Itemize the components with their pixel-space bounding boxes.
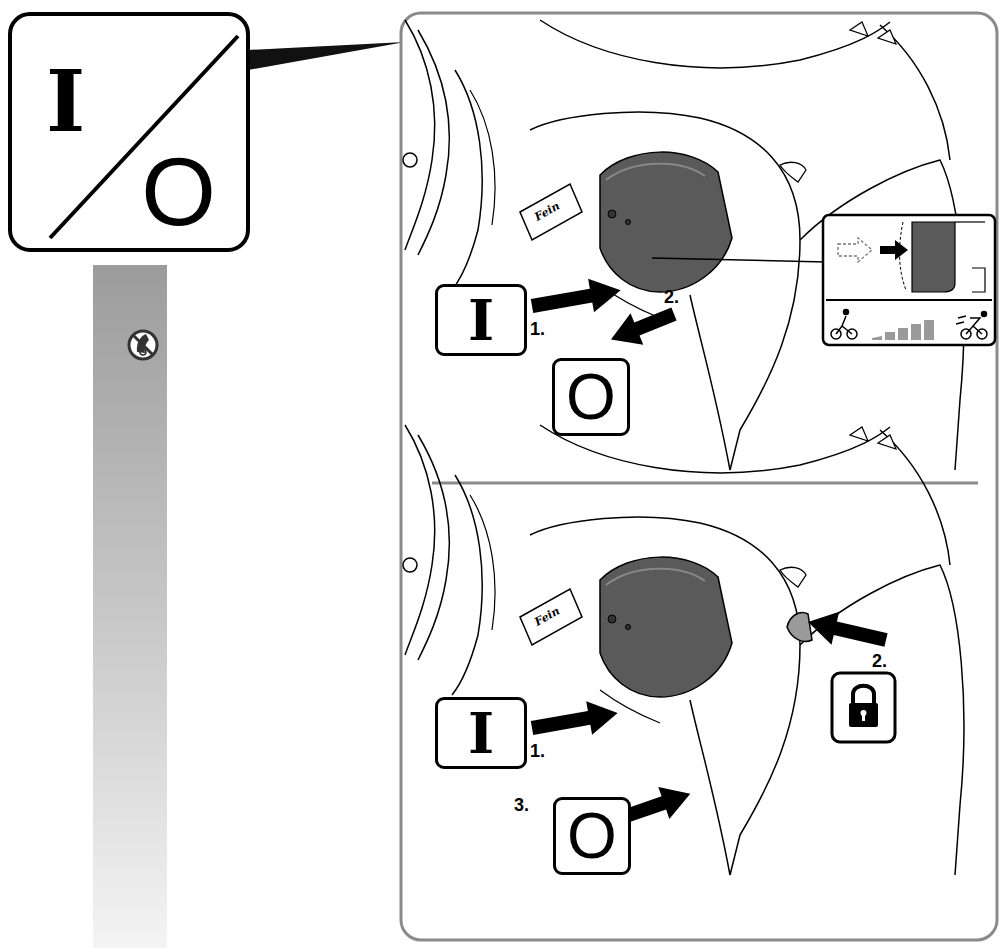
switch-symbol: I <box>468 705 494 761</box>
tool-bottom <box>403 425 964 875</box>
divider <box>432 482 978 485</box>
switch-position-box: I <box>435 284 527 356</box>
lock-symbol <box>832 673 895 742</box>
info-bar <box>93 265 167 948</box>
callout-wedge <box>248 42 405 70</box>
main-panel <box>401 13 997 940</box>
lock-button <box>787 613 812 642</box>
switch-symbol: O <box>566 365 616 429</box>
callout-number: 1. <box>530 320 545 338</box>
leader-line <box>652 258 826 262</box>
callout-number: 2. <box>664 288 679 306</box>
symbol-box: IO <box>8 12 250 252</box>
switch-position-box: O <box>553 797 631 875</box>
callout-number: 1. <box>530 742 545 760</box>
switch-symbol: I <box>46 60 85 144</box>
no-touch-icon <box>129 331 157 359</box>
callout-number: 2. <box>872 652 887 670</box>
switch-position-box: I <box>435 697 527 769</box>
push-arrow <box>529 274 890 855</box>
switch-position-box: O <box>552 358 630 436</box>
switch-symbol: O <box>141 144 216 240</box>
speed-inset <box>823 215 995 345</box>
switch-symbol: O <box>567 804 617 868</box>
switch-symbol: I <box>468 292 494 348</box>
callout-number: 3. <box>514 796 529 814</box>
